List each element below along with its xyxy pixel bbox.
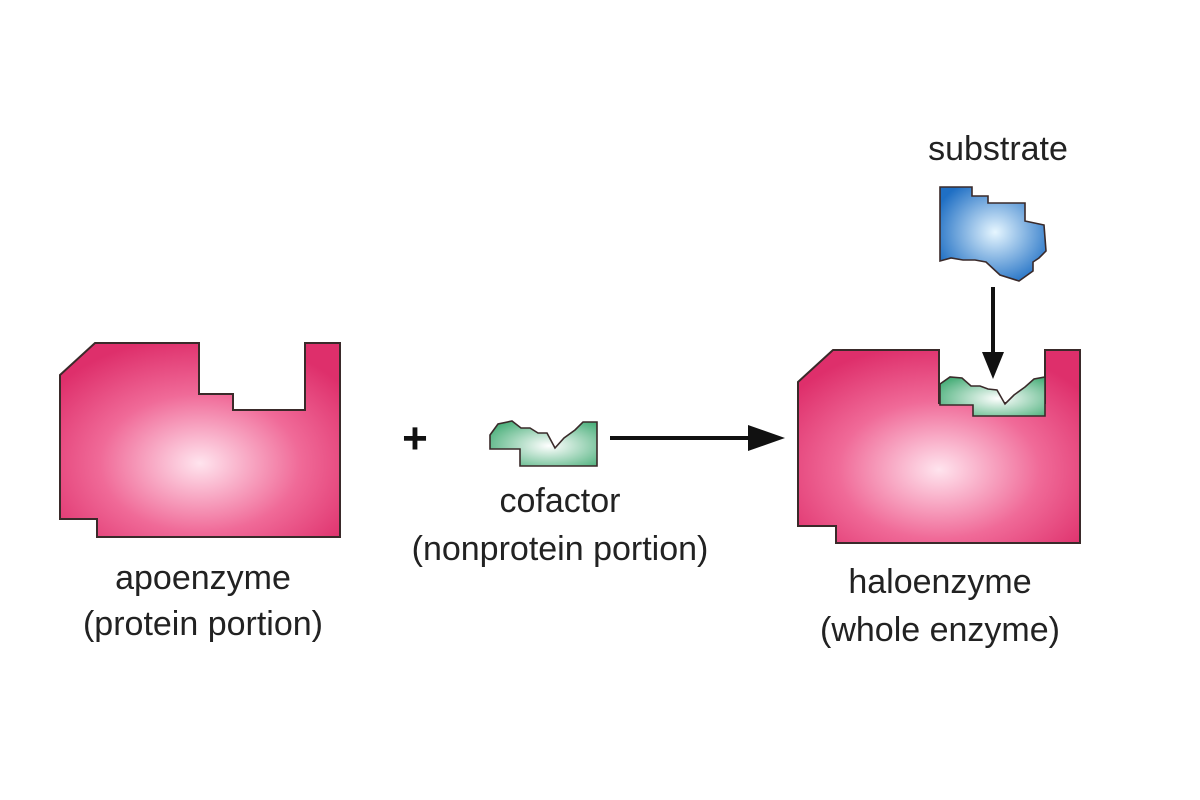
cofactor-label: cofactor — [500, 482, 621, 520]
cofactor-shape-icon — [489, 420, 598, 467]
substrate-group: substrate — [928, 130, 1068, 379]
cofactor-group: cofactor (nonprotein portion) — [412, 420, 709, 568]
holoenzyme-group: haloenzyme (whole enzyme) — [797, 349, 1081, 649]
binding-arrow — [982, 287, 1004, 379]
holoenzyme-shape-icon — [797, 349, 1081, 544]
apoenzyme-description: (protein portion) — [83, 605, 323, 643]
apoenzyme-shape-icon — [59, 342, 341, 538]
substrate-label: substrate — [928, 130, 1068, 168]
cofactor-description: (nonprotein portion) — [412, 530, 709, 568]
apoenzyme-group: apoenzyme (protein portion) — [59, 342, 341, 643]
substrate-shape-icon — [939, 186, 1047, 282]
plus-sign: + — [402, 414, 428, 463]
apoenzyme-label: apoenzyme — [115, 559, 291, 597]
reaction-arrow — [610, 425, 785, 451]
holoenzyme-label: haloenzyme — [848, 563, 1031, 601]
holoenzyme-description: (whole enzyme) — [820, 611, 1060, 649]
bound-cofactor-icon — [939, 376, 1046, 417]
